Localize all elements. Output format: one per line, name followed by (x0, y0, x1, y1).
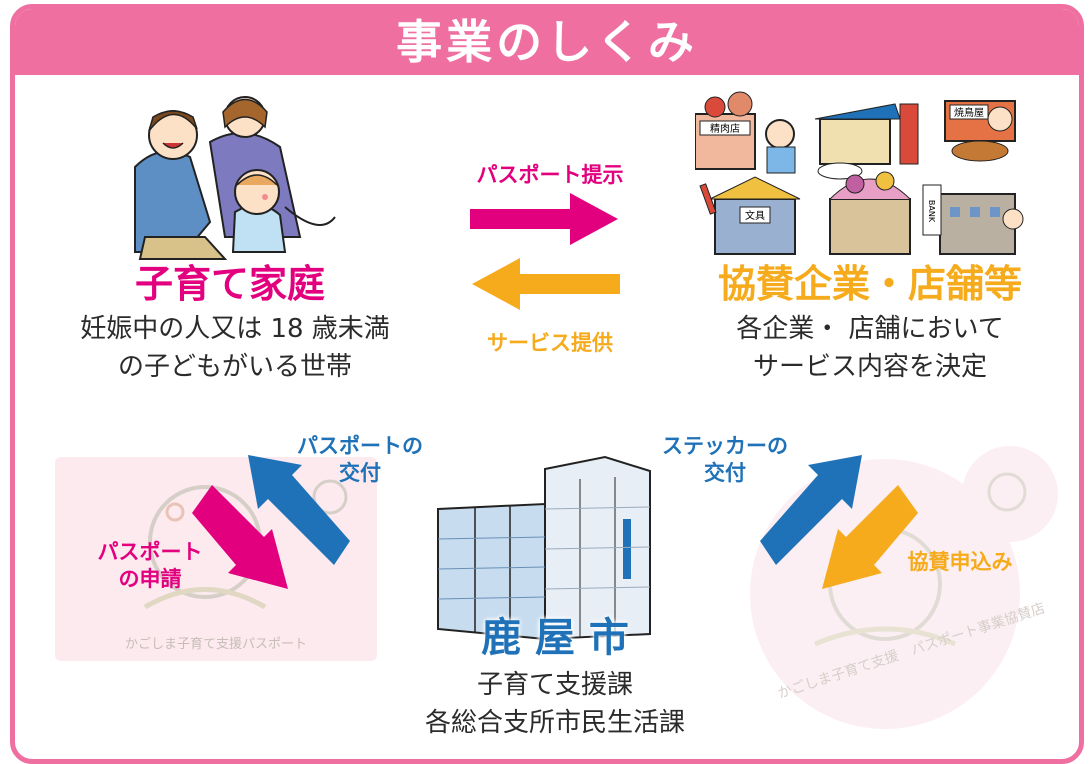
family-desc-line2: の子どもがいる世帯 (117, 352, 352, 382)
shops-illustration: 精肉店 焼鳥屋 文具 BANK (695, 91, 1024, 255)
city-dept-2: 各総合支所市民生活課 (424, 708, 685, 738)
label-passport-apply-line1: パスポート (97, 540, 203, 564)
city-dept-1: 子育て支援課 (476, 670, 633, 700)
arrow-down-left-orange (822, 485, 918, 589)
label-passport-issue-line1: パスポートの (297, 434, 423, 458)
family-desc-line1: 妊娠中の人又は 18 歳未満 (80, 314, 390, 344)
label-service: サービス提供 (487, 331, 613, 355)
label-sticker-issue-line1: ステッカーの (662, 434, 788, 458)
label-passport-issue-line2: 交付 (339, 461, 381, 485)
label-show-passport: パスポート提示 (476, 163, 624, 187)
meat-shop-sign: 精肉店 (710, 122, 740, 135)
yakitori-sign: 焼鳥屋 (954, 106, 984, 119)
arrow-right-pink (470, 193, 618, 245)
arrow-up-right-blue (760, 455, 862, 565)
shops-desc-line2: サービス内容を決定 (752, 352, 987, 382)
arrow-left-orange (472, 258, 620, 310)
sponsor-sticker: かごしま子育て支援 パスポート事業協賛店 (745, 434, 1075, 734)
label-sponsor-apply: 協賛申込み (907, 550, 1013, 574)
family-illustration (134, 96, 336, 260)
city-name: 鹿 屋 市 (481, 615, 629, 661)
bank-sign: BANK (927, 200, 936, 223)
shops-desc-line1: 各企業・ 店舗において (736, 314, 1004, 344)
passport-card-art (143, 479, 348, 610)
page-title: 事業のしくみ (15, 9, 1079, 75)
passport-card-caption: かごしま子育て支援パスポート (124, 637, 307, 652)
label-sticker-issue-line2: 交付 (704, 461, 746, 485)
arrow-up-left-blue (248, 455, 350, 565)
stationery-sign: 文具 (745, 209, 765, 222)
family-title: 子育て家庭 (134, 262, 325, 306)
diagram-frame: 事業のしくみ 子育て家庭 妊娠中の人又は 18 歳未満 の子どもがいる世帯 パス… (10, 4, 1084, 764)
sponsor-sticker-art (750, 446, 1058, 729)
arrow-down-right-pink (192, 485, 288, 589)
shops-title: 協賛企業・店舗等 (717, 262, 1022, 306)
label-passport-apply-line2: の申請 (118, 567, 182, 591)
city-hall-building (437, 455, 651, 641)
